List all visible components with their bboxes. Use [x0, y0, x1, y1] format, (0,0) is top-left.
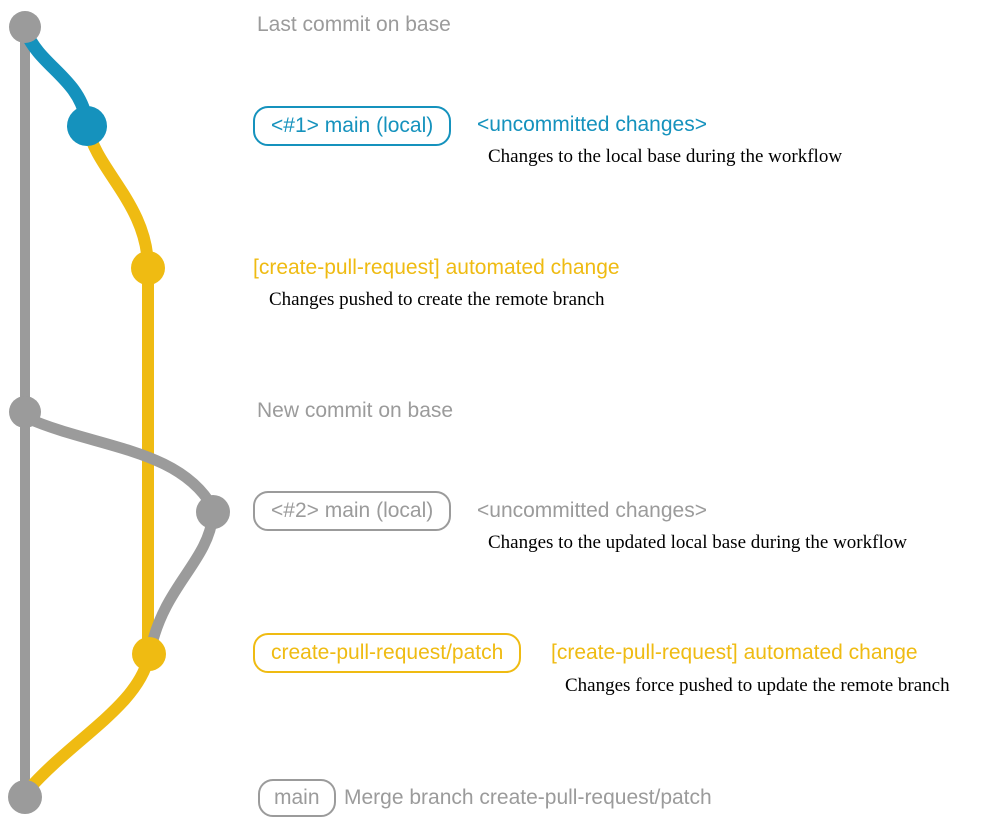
commit-node-last-base: [9, 11, 41, 43]
commit-node-merge: [8, 780, 42, 814]
branch-badge-patch: create-pull-request/patch: [253, 633, 522, 674]
branch-badge-main-local-1: <#1> main (local): [253, 106, 452, 147]
commit-node-patch-1: [131, 251, 165, 285]
branch-badge-main: main: [258, 779, 336, 818]
automated-change-title-2: [create-pull-request] automated change: [551, 641, 918, 664]
uncommitted-changes-edge: [19, 25, 93, 125]
automated-change-desc-2: Changes force pushed to update the remot…: [565, 675, 950, 696]
commit-node-patch-2: [132, 637, 166, 671]
last-commit-label: Last commit on base: [257, 13, 451, 36]
uncommitted-changes-title-2: <uncommitted changes>: [477, 499, 707, 522]
commit-node-uncommitted-1: [67, 106, 107, 146]
uncommitted-changes-desc-2: Changes to the updated local base during…: [488, 532, 907, 553]
branch-badge-main-local-2: <#2> main (local): [253, 491, 452, 532]
commit-node-new-base: [9, 396, 41, 428]
commit-node-uncommitted-2: [196, 495, 230, 529]
updated-base-edge: [24, 412, 218, 511]
patch-branch-create-edge: [82, 122, 154, 274]
uncommitted-changes-desc-1: Changes to the local base during the wor…: [488, 146, 843, 167]
uncommitted-changes-title-1: <uncommitted changes>: [477, 113, 707, 136]
merge-commit-message: Merge branch create-pull-request/patch: [344, 786, 712, 809]
force-push-edge: [145, 514, 219, 650]
new-commit-label: New commit on base: [257, 399, 454, 422]
automated-change-desc-1: Changes pushed to create the remote bran…: [269, 289, 605, 310]
automated-change-title-1: [create-pull-request] automated change: [253, 256, 620, 279]
patch-merge-edge: [22, 650, 155, 796]
